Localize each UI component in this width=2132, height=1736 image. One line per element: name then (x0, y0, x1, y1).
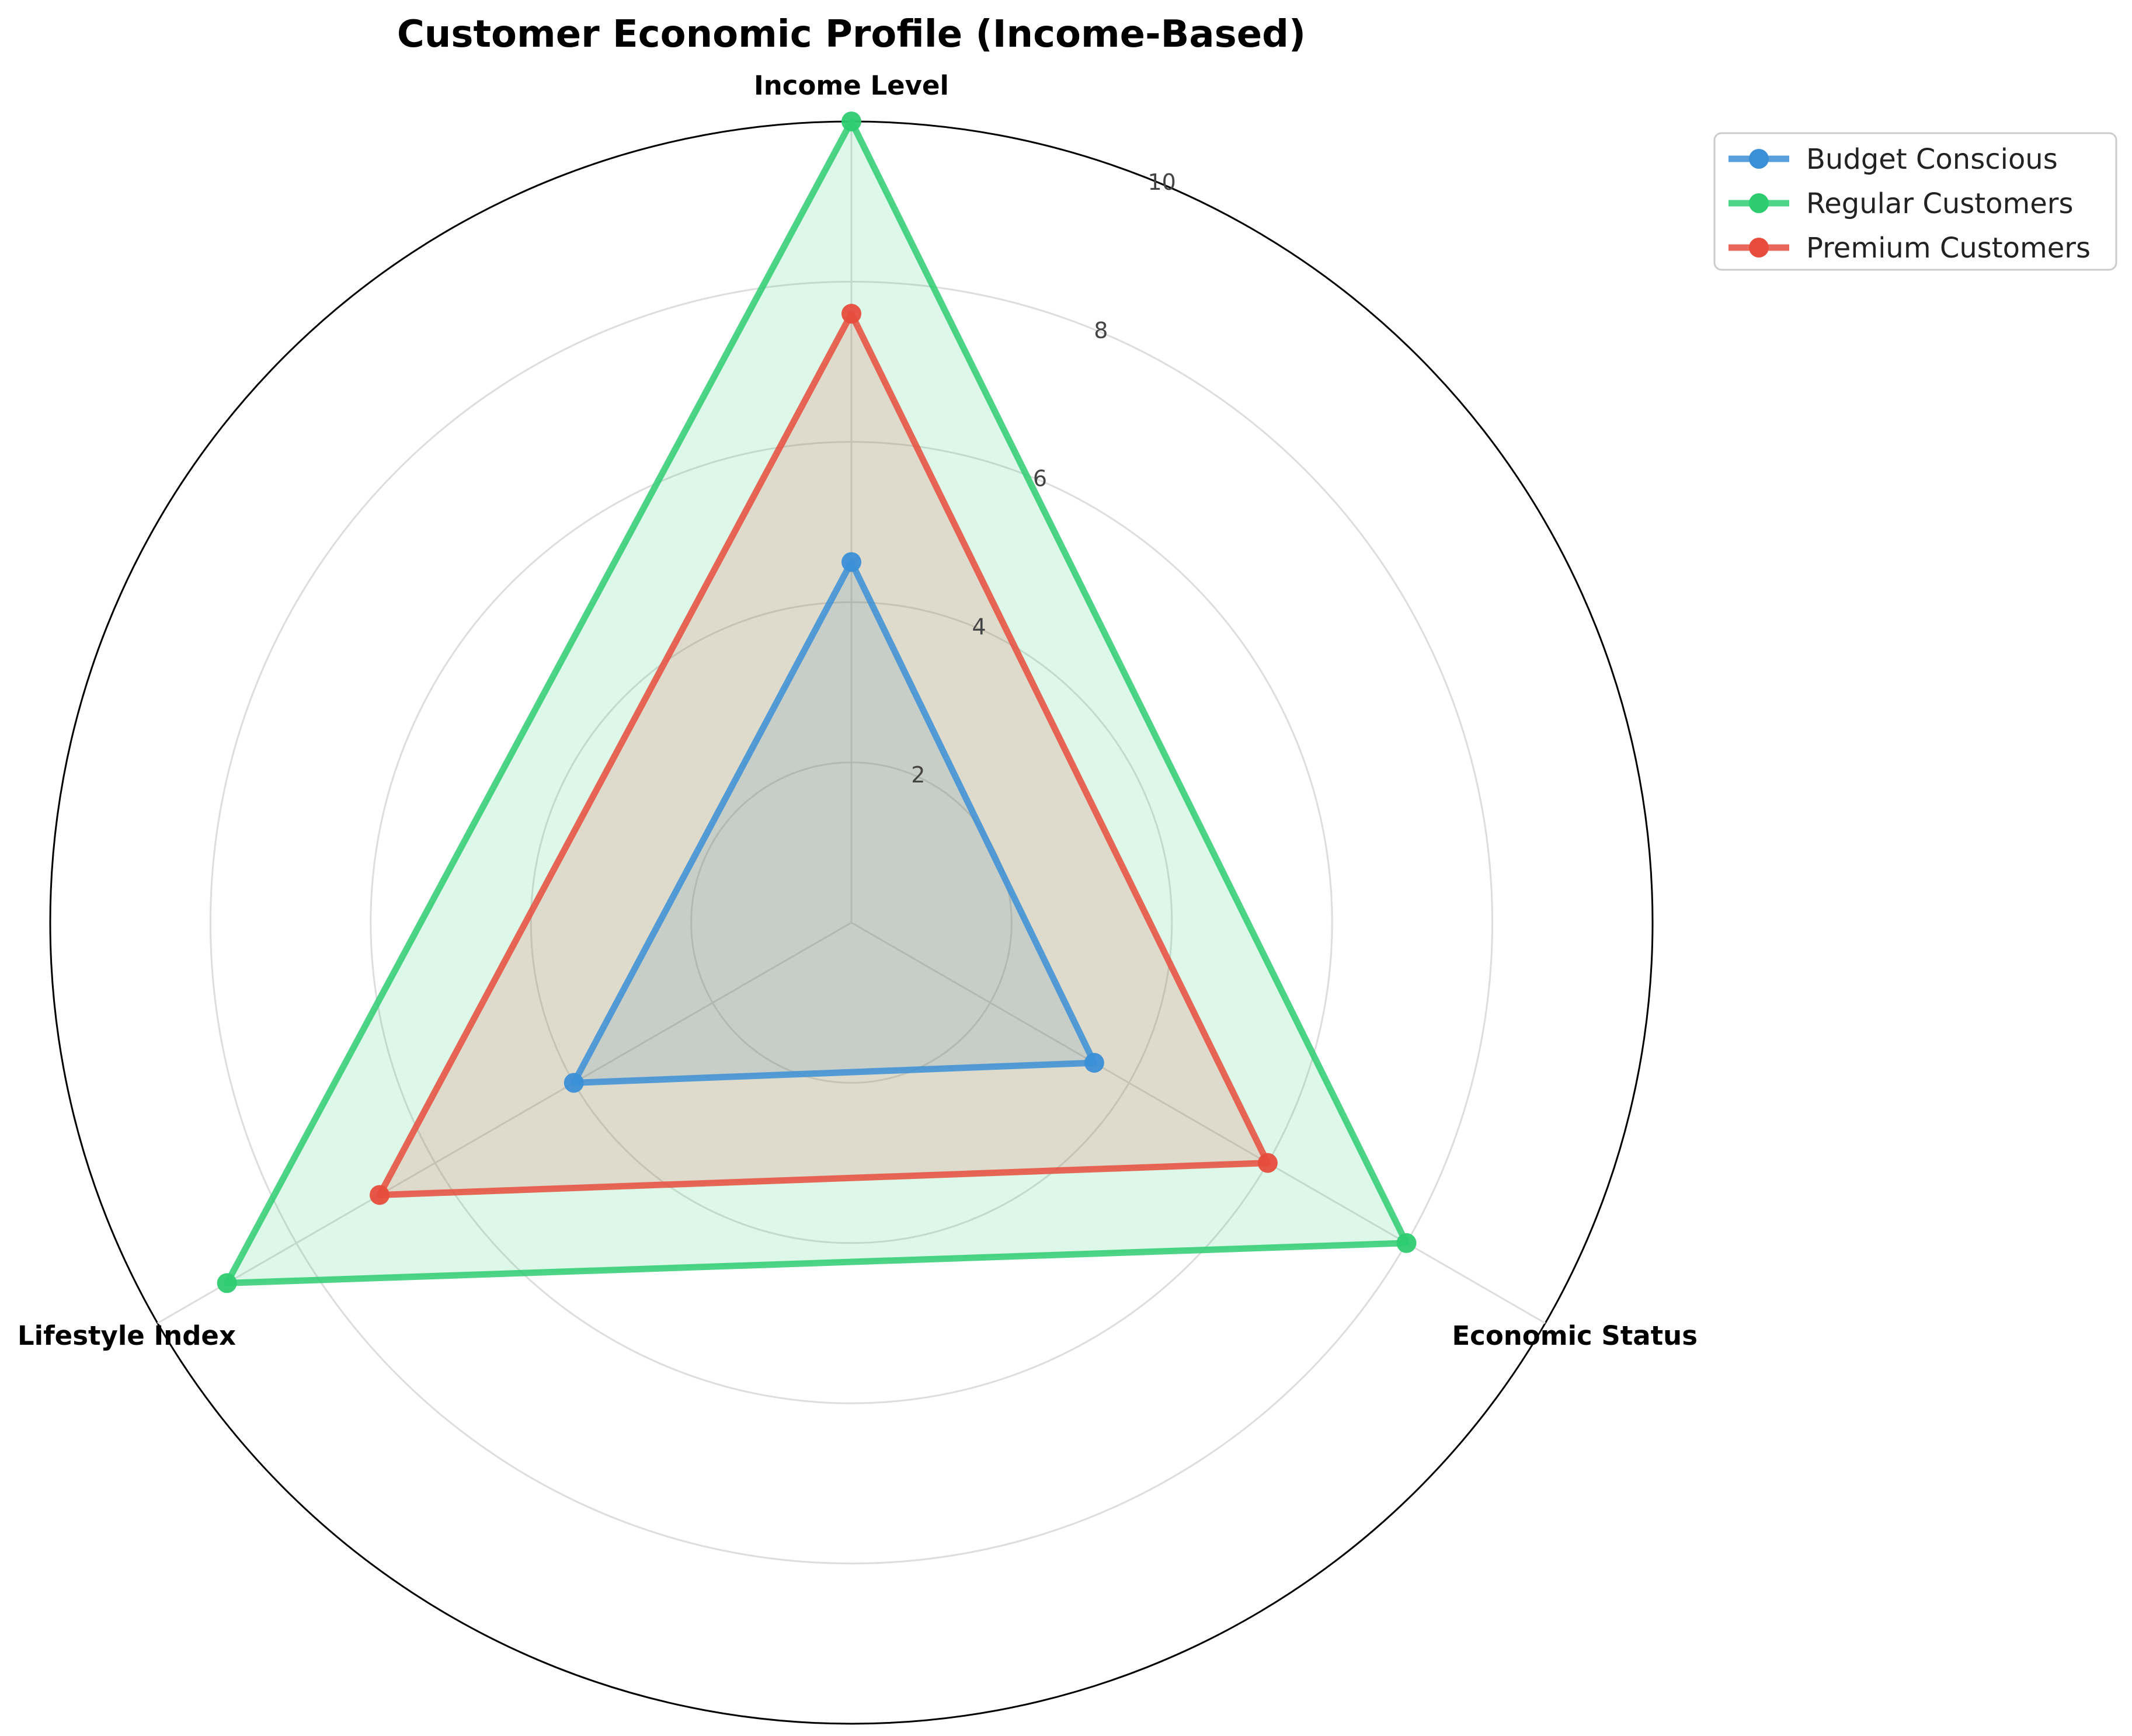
series-area (573, 562, 1094, 1083)
radial-tick-label: 6 (1033, 466, 1047, 492)
legend-label: Premium Customers (1806, 232, 2091, 265)
data-point (1257, 1153, 1278, 1173)
series-layer (217, 112, 1417, 1293)
chart-title: Customer Economic Profile (Income-Based) (397, 13, 1306, 56)
radial-tick-label: 4 (972, 614, 986, 639)
legend-label: Regular Customers (1806, 187, 2074, 220)
data-point (217, 1273, 237, 1293)
series-line (224, 118, 1410, 1286)
data-point (841, 112, 861, 131)
legend-marker (1749, 149, 1769, 169)
spoke (157, 921, 852, 1324)
series-area (380, 314, 1268, 1195)
axis-label: Income Level (754, 70, 949, 101)
axis-label: Lifestyle Index (18, 1320, 236, 1351)
legend-marker (1749, 238, 1769, 258)
data-point (1084, 1053, 1104, 1073)
radial-tick-label: 2 (911, 762, 925, 788)
series-line (376, 310, 1271, 1198)
spoke (851, 921, 1546, 1324)
series-area (227, 121, 1407, 1283)
series-line (571, 559, 1098, 1086)
data-point (841, 552, 861, 572)
data-point (564, 1073, 584, 1093)
data-point (841, 304, 861, 324)
radial-tick-label: 8 (1094, 318, 1108, 343)
radial-tick-labels: 2 4 6 8 10 (911, 169, 1176, 788)
data-point (370, 1185, 390, 1205)
data-point (1396, 1233, 1417, 1253)
legend-marker (1749, 193, 1769, 213)
axis-label: Economic Status (1452, 1320, 1698, 1351)
legend-label: Budget Conscious (1806, 143, 2058, 176)
radial-tick-label: 10 (1147, 169, 1175, 195)
legend-box (1713, 132, 2117, 271)
